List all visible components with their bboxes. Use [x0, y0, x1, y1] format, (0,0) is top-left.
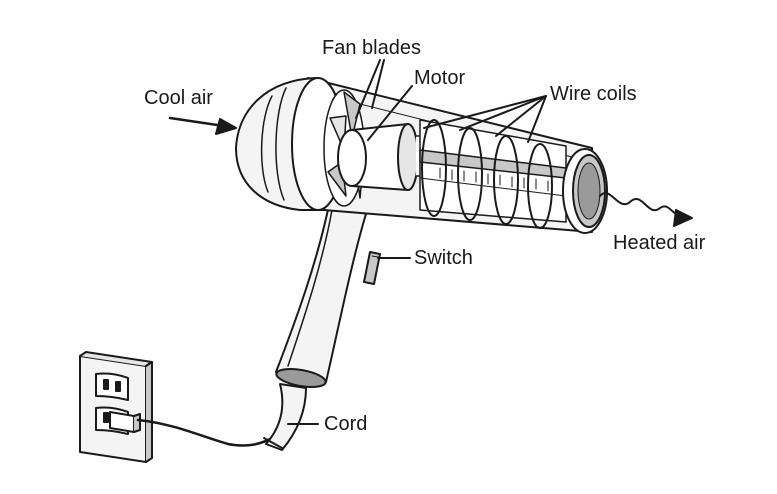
heated-air-label: Heated air [613, 233, 705, 253]
nozzle-grille [563, 149, 607, 233]
plug [110, 412, 140, 432]
heated-air-arrow [600, 193, 692, 226]
strain-relief [264, 384, 306, 450]
wire-coils-label: Wire coils [550, 84, 637, 104]
motor-label: Motor [414, 68, 465, 88]
switch-label: Switch [414, 248, 473, 268]
handle [275, 200, 366, 390]
cool-air-arrow [170, 118, 236, 134]
cool-air-label: Cool air [144, 88, 213, 108]
switch [364, 252, 380, 284]
wall-outlet [80, 352, 152, 462]
fan-blades-label: Fan blades [322, 38, 421, 58]
cord-label: Cord [324, 414, 367, 434]
power-cord [138, 420, 276, 446]
